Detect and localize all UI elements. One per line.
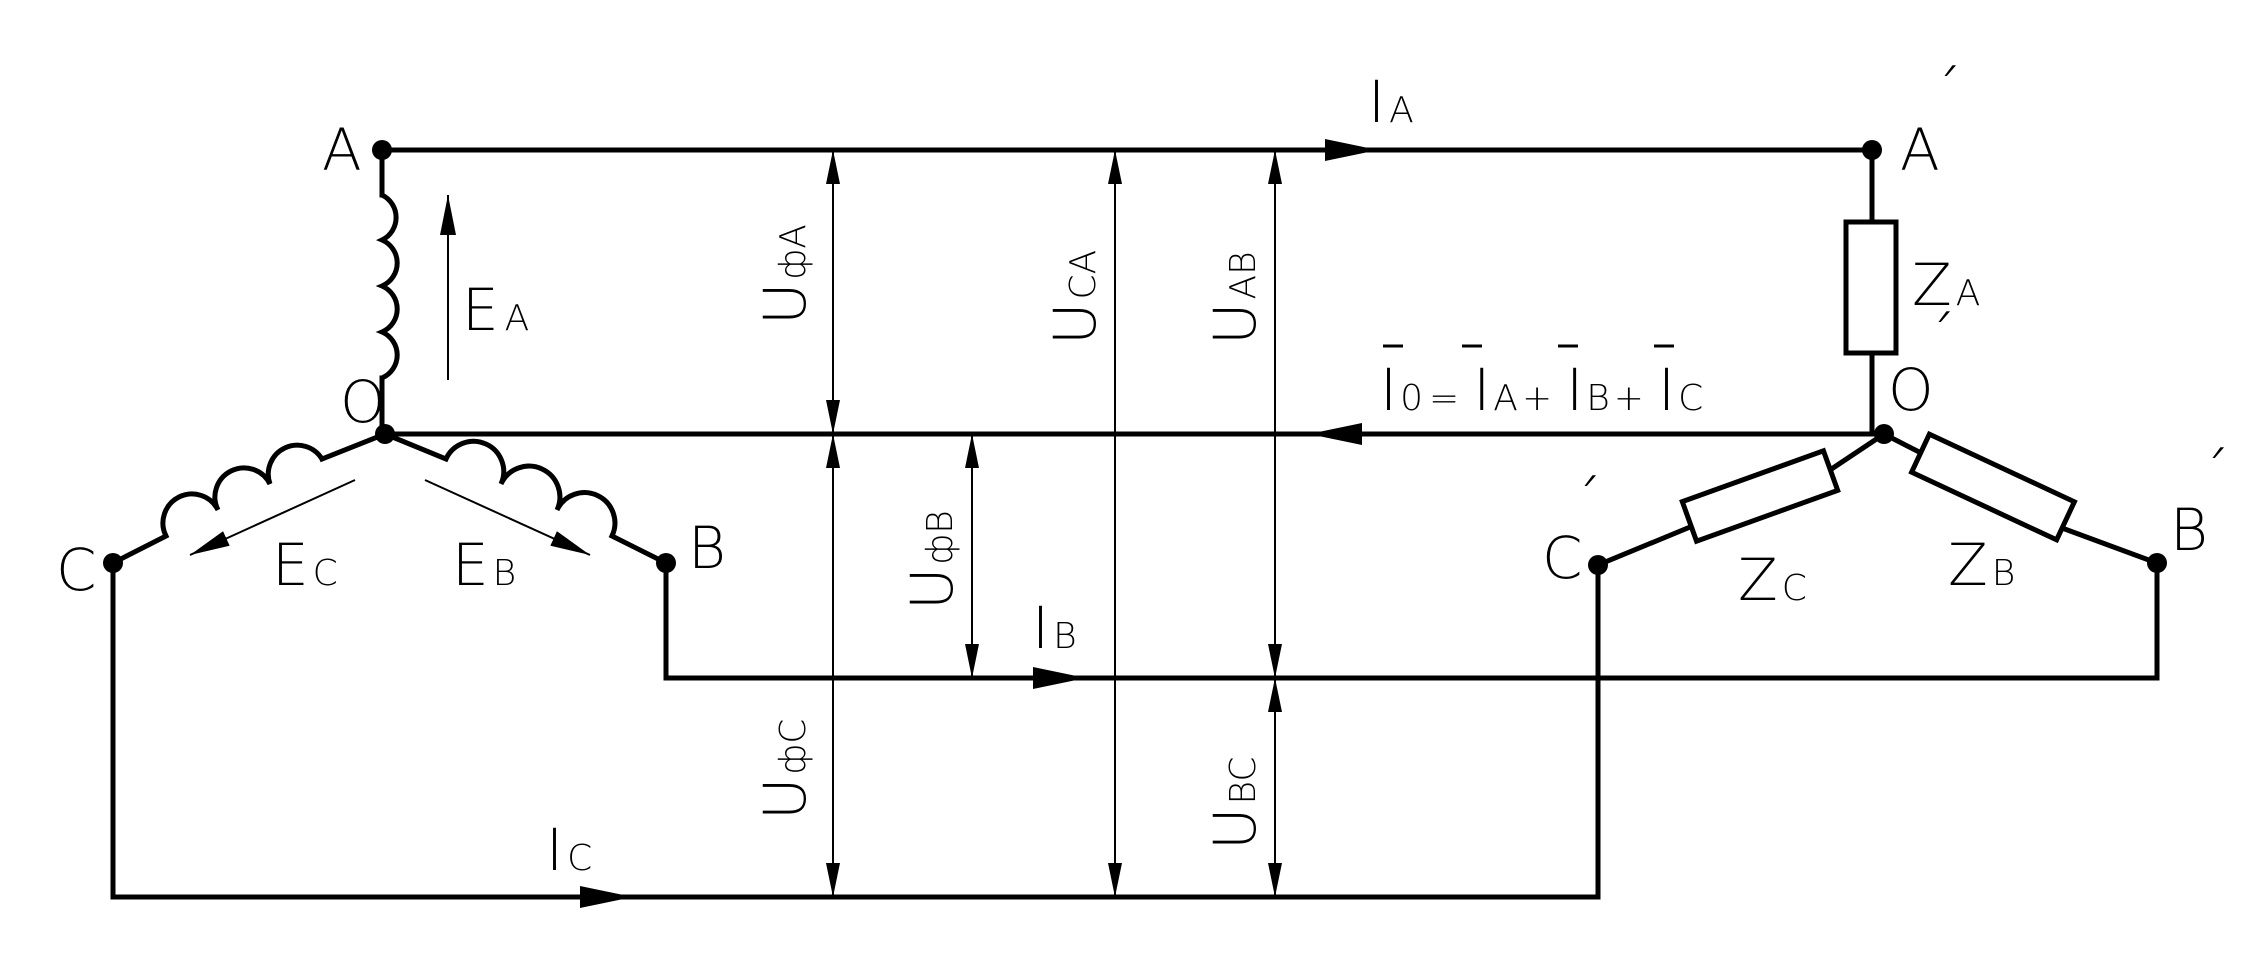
current-IC-arrow — [580, 886, 633, 908]
line-C-wire — [110, 560, 1601, 900]
winding-EC — [160, 442, 325, 538]
prime-A: ´ — [1934, 58, 1962, 126]
label-node-C: C — [56, 536, 97, 604]
source-B-outer-lead — [608, 532, 670, 567]
node-O-dot — [375, 424, 395, 444]
voltage-labels: UфA UфB UфC UCA UAB UBC — [751, 224, 1269, 850]
label-node-O: O — [340, 368, 386, 436]
label-node-C-prime: C — [1542, 524, 1583, 592]
label-UAB: UAB — [1201, 251, 1269, 345]
load-impedances — [1679, 219, 2078, 545]
label-node-B-prime: B — [2170, 496, 2208, 564]
voltage-dimensions — [826, 150, 1282, 897]
source-B-inner-lead — [381, 430, 450, 463]
label-node-A: A — [322, 116, 362, 184]
winding-EA — [375, 192, 400, 381]
node-B-dot — [656, 553, 676, 573]
node-O-prime-dot — [1874, 424, 1894, 444]
node-labels: A O B C A ´ O ´ B ´ C ´ — [56, 58, 2230, 604]
current-IA-arrow — [1325, 139, 1378, 161]
prime-C: ´ — [1574, 468, 1602, 536]
winding-EB — [443, 438, 618, 538]
label-node-A-prime: A — [1900, 116, 1940, 184]
load-B-outer-lead — [2058, 524, 2161, 567]
source-C-inner-lead — [318, 430, 389, 463]
current-IB-arrow — [1033, 667, 1086, 689]
node-A-dot — [372, 140, 392, 160]
neutral-current-equation: I0=IA+IB+IC — [1380, 344, 1703, 424]
label-node-B: B — [688, 514, 726, 582]
nodes — [103, 140, 2167, 575]
prime-B: ´ — [2202, 440, 2230, 508]
node-B-prime-dot — [2147, 553, 2167, 573]
prime-O: ´ — [1928, 304, 1956, 372]
wires — [109, 147, 2161, 900]
emf-EB-arrow — [424, 479, 591, 556]
label-UphiC: UфC — [751, 719, 819, 820]
source-windings — [160, 192, 618, 538]
label-I0-equation: I0=IA+IB+IC — [1380, 356, 1703, 424]
impedance-ZC — [1679, 447, 1841, 545]
label-UBC: UBC — [1201, 756, 1269, 850]
emf-EC-arrow — [189, 479, 356, 556]
emf-arrows — [189, 195, 591, 556]
node-C-prime-dot — [1588, 555, 1608, 575]
current-I0-arrow — [1309, 423, 1362, 445]
impedance-ZA — [1843, 219, 1899, 356]
load-C-inner-lead — [1829, 430, 1888, 472]
label-node-O-prime: O — [1888, 356, 1934, 424]
line-B-wire — [663, 560, 2160, 681]
label-UphiA: UфA — [751, 224, 819, 325]
label-UCA: UCA — [1041, 250, 1109, 345]
node-C-dot — [103, 553, 123, 573]
current-arrows — [580, 139, 1378, 908]
load-C-outer-lead — [1594, 521, 1699, 569]
node-A-prime-dot — [1862, 140, 1882, 160]
impedance-ZB — [1908, 430, 2078, 544]
label-UphiB: UфB — [898, 510, 966, 610]
